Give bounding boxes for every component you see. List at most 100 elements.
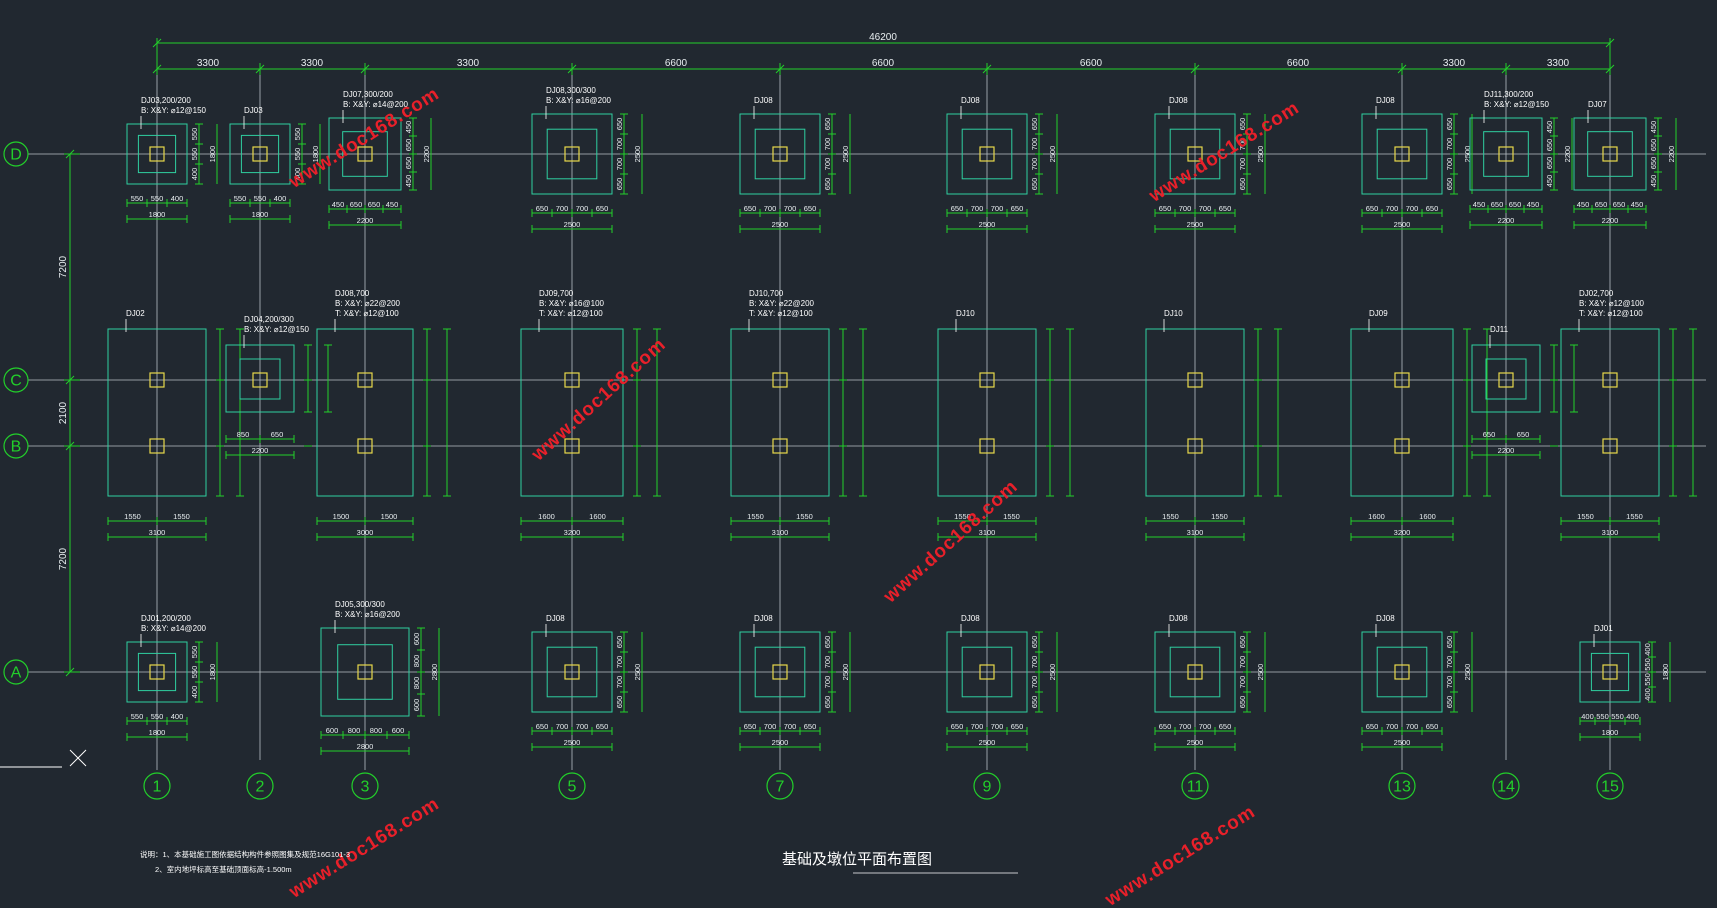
footing-a-9-part-text: 700 bbox=[991, 722, 1004, 731]
axis-bubble-13 bbox=[1388, 772, 1416, 800]
footing-a-13-part-text: 700 bbox=[1406, 722, 1419, 731]
footing-d-15-rtotal-text: 2200 bbox=[1667, 146, 1676, 163]
footing-d-3-outer bbox=[328, 117, 402, 191]
footing-d-14-label-0: DJ11,300/200 bbox=[1484, 90, 1534, 99]
footing-d-9-column bbox=[979, 146, 995, 162]
axis-bubble-label-A: A bbox=[11, 665, 22, 682]
footing-cb-1-outer bbox=[107, 328, 207, 497]
footing-a-7-rpart-text: 650 bbox=[823, 636, 832, 649]
footing-a-13-rpart-text: 650 bbox=[1445, 696, 1454, 709]
footing-d-13-part-text: 700 bbox=[1406, 204, 1419, 213]
footing-d-1-rpart-text: 400 bbox=[190, 168, 199, 181]
footing-d-7-rpart-text: 700 bbox=[823, 158, 832, 171]
footing-cb-11-part-text: 1550 bbox=[1211, 512, 1228, 521]
footing-cb-15-label-2: T: X&Y: ⌀12@100 bbox=[1579, 309, 1643, 318]
footing-a-9-rpart-text: 650 bbox=[1030, 636, 1039, 649]
footing-cb-7-total-text: 3100 bbox=[772, 528, 789, 537]
footing-d-11-part-text: 650 bbox=[1219, 204, 1232, 213]
footing-d-2-part-text: 550 bbox=[254, 194, 267, 203]
footing-cb-14-column bbox=[1498, 372, 1514, 388]
footing-a-13-rpart-text: 650 bbox=[1445, 636, 1454, 649]
footing-d-11-part-text: 700 bbox=[1199, 204, 1212, 213]
footing-a-11-part-text: 700 bbox=[1179, 722, 1192, 731]
footing-a-15-step bbox=[1590, 652, 1630, 692]
span-dim-text: 6600 bbox=[665, 58, 688, 69]
footing-cb-7-column-c bbox=[772, 372, 788, 388]
axis-bubble-label-15: 15 bbox=[1601, 779, 1619, 796]
footing-a-7-part-text: 700 bbox=[764, 722, 777, 731]
footing-a-1-rpart-text: 400 bbox=[190, 686, 199, 699]
footing-d-1-step bbox=[137, 134, 177, 174]
footing-d-5-column bbox=[564, 146, 580, 162]
footing-a-15-part-text: 550 bbox=[1611, 712, 1624, 721]
footing-cb-15-part-text: 1550 bbox=[1626, 512, 1643, 521]
footing-a-3-rpart-text: 800 bbox=[412, 677, 421, 690]
footing-cb-2-total-text: 2200 bbox=[252, 446, 269, 455]
footing-a-7-outer bbox=[739, 631, 821, 713]
footing-d-9-total-text: 2500 bbox=[979, 220, 996, 229]
footing-a-3-rpart-text: 600 bbox=[412, 699, 421, 712]
axis-bubble-label-14: 14 bbox=[1497, 779, 1515, 796]
axis-bubble-5 bbox=[558, 772, 586, 800]
footing-d-11-rpart-text: 650 bbox=[1238, 178, 1247, 191]
footing-d-3-rpart-text: 650 bbox=[404, 139, 413, 152]
footing-a-13-part-text: 700 bbox=[1386, 722, 1399, 731]
footing-a-7-rtotal-text: 2500 bbox=[841, 664, 850, 681]
footing-cb-15-label-0: DJ02,700 bbox=[1579, 289, 1614, 298]
footing-cb-2-part-text: 650 bbox=[271, 430, 284, 439]
footing-cb-15-total-text: 3100 bbox=[1602, 528, 1619, 537]
footing-a-1-part-text: 550 bbox=[131, 712, 144, 721]
footing-d-3-column bbox=[357, 146, 373, 162]
footing-cb-14-part-text: 650 bbox=[1517, 430, 1530, 439]
footing-a-5-rpart-text: 650 bbox=[615, 696, 624, 709]
footing-a-7-label-0: DJ08 bbox=[754, 614, 773, 623]
footing-cb-5-total-text: 3200 bbox=[564, 528, 581, 537]
left-dim-text: 7200 bbox=[58, 255, 69, 278]
footing-d-3-part-text: 650 bbox=[350, 200, 363, 209]
footing-a-7-rpart-text: 700 bbox=[823, 656, 832, 669]
footing-d-1-part-text: 550 bbox=[131, 194, 144, 203]
footing-cb-15-part-text: 1550 bbox=[1577, 512, 1594, 521]
span-dim-text: 6600 bbox=[1080, 58, 1103, 69]
footing-a-3-label-0: DJ05,300/300 bbox=[335, 600, 385, 609]
footing-d-1-label-1: B: X&Y: ⌀12@150 bbox=[141, 106, 207, 115]
footing-a-15-column bbox=[1602, 664, 1618, 680]
footing-a-5-rpart-text: 700 bbox=[615, 676, 624, 689]
footing-cb-13-column-b bbox=[1394, 438, 1410, 454]
footing-a-7-total-text: 2500 bbox=[772, 738, 789, 747]
footing-d-2-total-text: 1800 bbox=[252, 210, 269, 219]
footing-d-2-part-text: 550 bbox=[234, 194, 247, 203]
footing-d-14-part-text: 650 bbox=[1491, 200, 1504, 209]
footing-a-13-column bbox=[1394, 664, 1410, 680]
footing-d-11-step bbox=[1169, 128, 1221, 180]
footing-a-5-outer bbox=[531, 631, 613, 713]
footing-d-11-outer bbox=[1154, 113, 1236, 195]
footing-cb-11-outer bbox=[1145, 328, 1245, 497]
footing-a-9-rpart-text: 700 bbox=[1030, 676, 1039, 689]
footing-d-15-outer bbox=[1573, 117, 1647, 191]
footing-d-5-label-1: B: X&Y: ⌀16@200 bbox=[546, 96, 612, 105]
axis-bubble-label-3: 3 bbox=[361, 779, 370, 796]
footing-cb-15-column-b bbox=[1602, 438, 1618, 454]
footing-cb-14-outer bbox=[1471, 344, 1541, 413]
footing-a-7-part-text: 700 bbox=[784, 722, 797, 731]
footing-cb-5-column-c bbox=[564, 372, 580, 388]
footing-d-13-rpart-text: 650 bbox=[1445, 118, 1454, 131]
footing-a-5-part-text: 700 bbox=[556, 722, 569, 731]
footing-a-11-rpart-text: 650 bbox=[1238, 636, 1247, 649]
axis-bubble-label-11: 11 bbox=[1187, 779, 1204, 796]
span-dim-text: 3300 bbox=[197, 58, 220, 69]
footing-cb-14-step bbox=[1485, 358, 1527, 400]
footing-cb-3-label-2: T: X&Y: ⌀12@100 bbox=[335, 309, 399, 318]
footing-d-2-step bbox=[240, 134, 280, 174]
footing-d-11-rpart-text: 650 bbox=[1238, 118, 1247, 131]
footing-d-7-rpart-text: 700 bbox=[823, 138, 832, 151]
footing-d-15-part-text: 650 bbox=[1613, 200, 1626, 209]
footing-a-9-part-text: 650 bbox=[1011, 722, 1024, 731]
